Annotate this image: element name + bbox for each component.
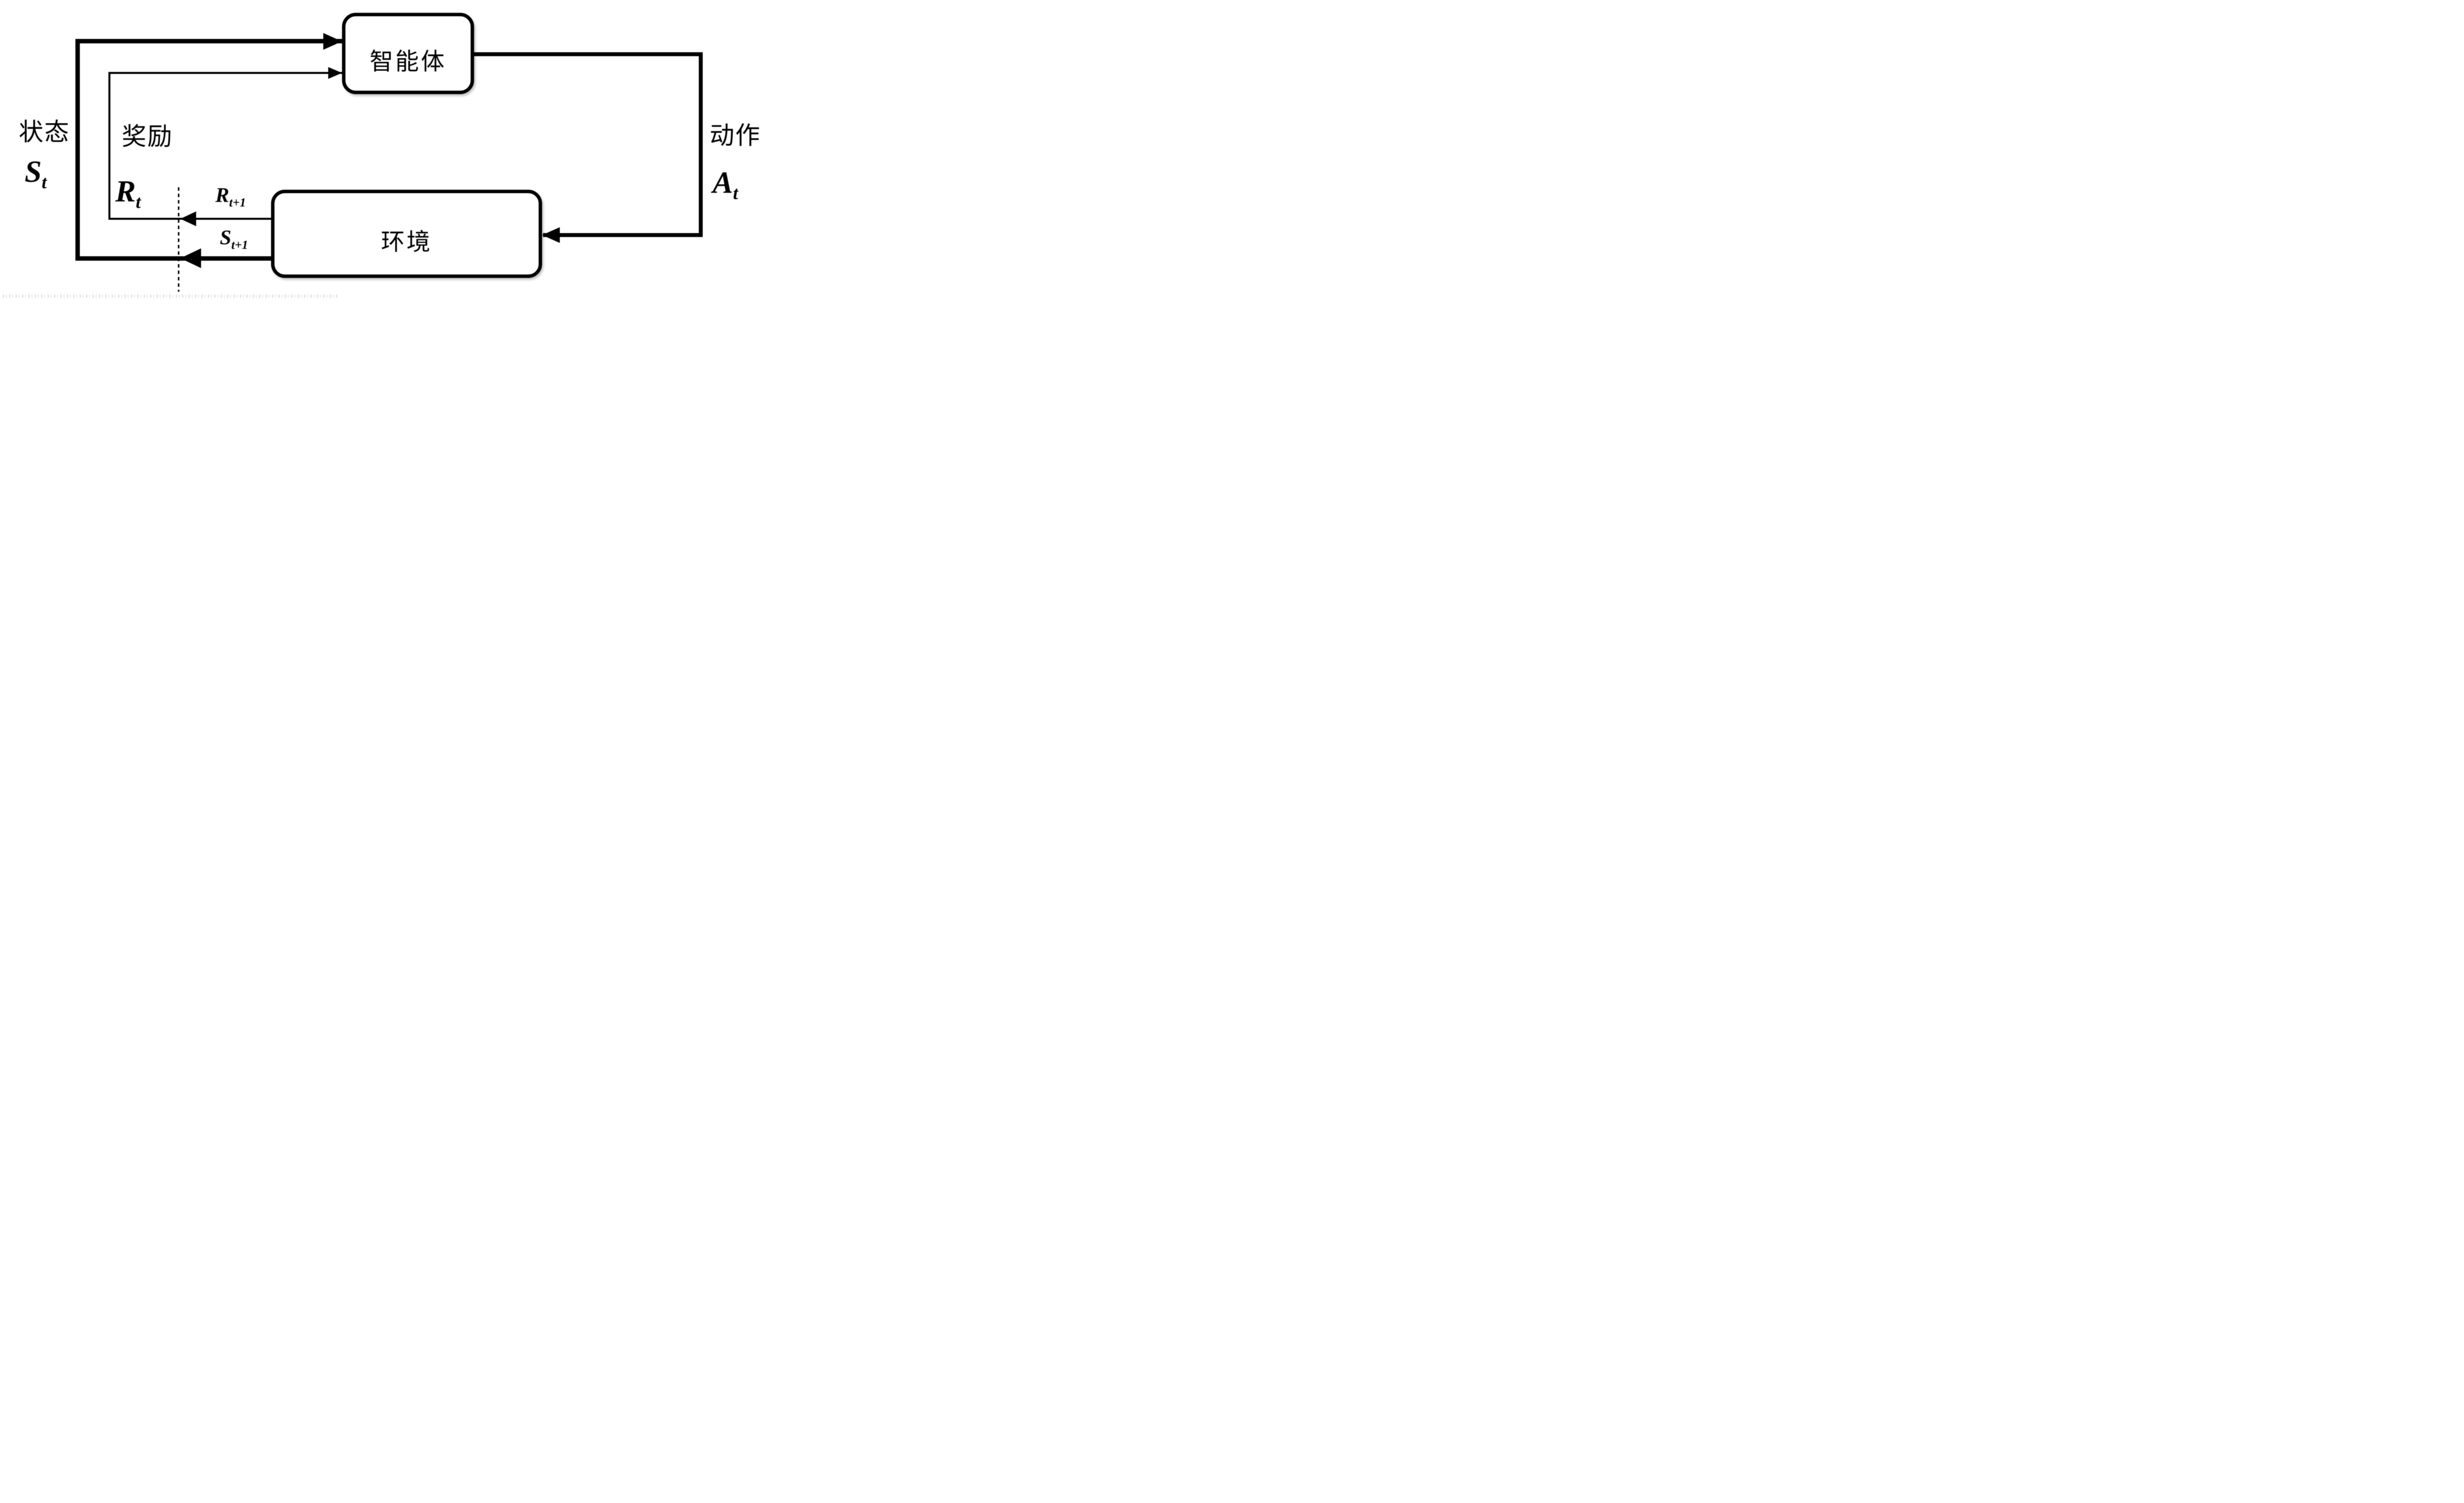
state-top-line [77, 39, 342, 43]
state-word-label: 状态 [19, 118, 70, 146]
next-state-symbol: S [220, 227, 232, 249]
time-step-divider-dashed-line [178, 187, 179, 292]
next-reward-symbol: R [215, 184, 230, 207]
action-symbol: A [713, 166, 733, 200]
action-into-environment-arrowhead [542, 227, 560, 243]
state-symbol-label: St [25, 155, 47, 192]
state-vertical-line [75, 39, 80, 261]
reward-word-label: 奖励 [122, 123, 173, 150]
agent-box: 智能体 [342, 13, 474, 94]
environment-box-label: 环境 [380, 229, 432, 255]
reward-symbol-subscript: t [136, 192, 141, 213]
next-state-arrowhead [180, 248, 201, 268]
next-reward-label: Rt+1 [215, 184, 246, 209]
jpeg-artifact-strip [3, 295, 338, 298]
environment-box: 环境 [271, 190, 542, 278]
action-word-label: 动作 [710, 122, 761, 149]
action-symbol-subscript: t [733, 183, 738, 204]
next-reward-arrowhead [180, 211, 196, 226]
action-top-line [473, 52, 703, 56]
next-state-label: St+1 [220, 227, 248, 251]
rl-agent-environment-loop-diagram: 智能体 环境 状态 St 奖励 Rt 动作 At Rt+1 St+1 [0, 0, 788, 301]
action-bottom-line [543, 233, 703, 237]
reward-top-line [109, 72, 342, 74]
next-reward-subscript: t+1 [229, 196, 246, 209]
action-symbol-label: At [713, 166, 738, 203]
state-into-agent-arrowhead [323, 33, 342, 50]
state-symbol-subscript: t [41, 172, 47, 193]
agent-box-label: 智能体 [369, 48, 446, 75]
reward-symbol: R [115, 175, 136, 208]
reward-into-agent-arrowhead [328, 67, 342, 79]
reward-symbol-label: Rt [115, 175, 141, 211]
action-vertical-line [699, 52, 703, 237]
next-state-subscript: t+1 [231, 238, 248, 252]
reward-vertical-line [108, 72, 110, 220]
state-bottom-line [75, 256, 271, 261]
state-symbol: S [25, 155, 42, 189]
